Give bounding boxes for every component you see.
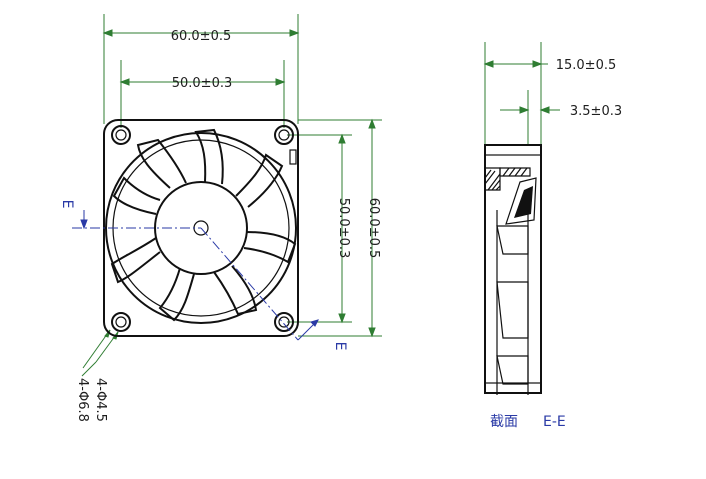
section-caption-id: E-E (543, 414, 566, 430)
fan-hub (154, 181, 248, 275)
section-caption-cjk: 截面 (490, 414, 518, 430)
side-view: 15.0±0.5 3.5±0.3 截面 E-E (483, 42, 622, 430)
section-mark-right: E (332, 342, 348, 351)
dim-overall-height: 60.0±0.5 (366, 198, 381, 259)
dim-overall-width: 60.0±0.5 (171, 29, 232, 44)
front-view: 60.0±0.5 50.0±0.3 50.0±0.3 60.0±0.5 4-Φ4… (59, 14, 382, 422)
section-mark-left: E (59, 200, 75, 209)
section-line (72, 210, 319, 341)
hole-note-small: 4-Φ4.5 (93, 378, 108, 422)
dim-flange: 3.5±0.3 (570, 104, 622, 119)
front-dimension-lines (81, 14, 382, 377)
hole-note-large: 4-Φ6.8 (75, 378, 90, 422)
mounting-holes (111, 125, 294, 332)
side-profile (484, 144, 542, 395)
dim-thickness: 15.0±0.5 (556, 58, 617, 73)
dim-hole-pitch-height: 50.0±0.3 (336, 198, 351, 259)
fan-frame (103, 119, 299, 337)
fan-blades (110, 128, 297, 322)
side-dimension-lines (483, 42, 560, 145)
dim-hole-pitch-width: 50.0±0.3 (172, 76, 233, 91)
